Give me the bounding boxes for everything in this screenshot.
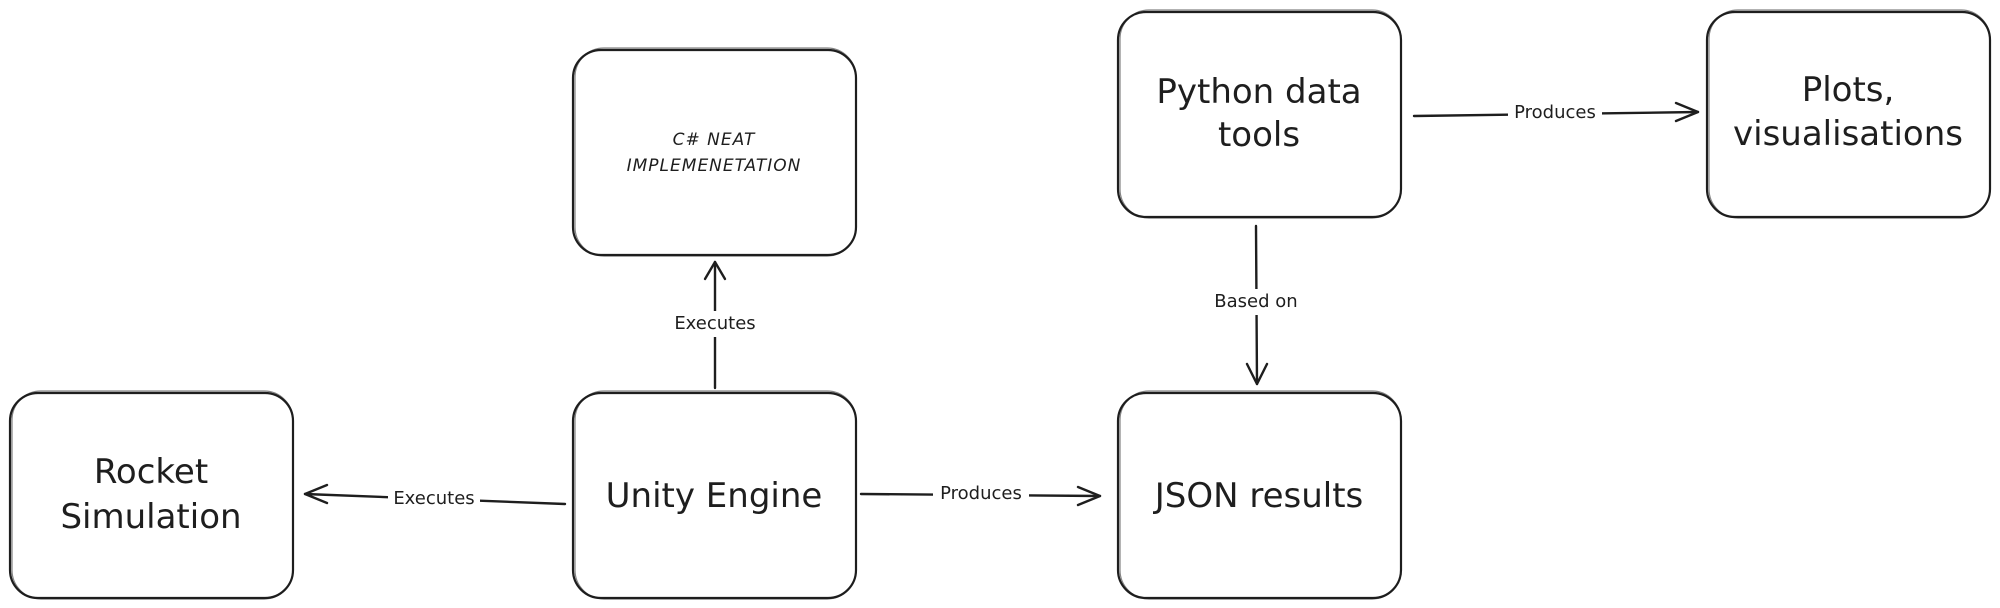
node-label: JSON results (1153, 476, 1364, 516)
node-label: Simulation (60, 497, 241, 537)
edge-unity-to-rocket: Executes (303, 483, 567, 512)
arrowhead-icon (303, 483, 329, 505)
edge-label-produces: Produces (940, 483, 1022, 504)
node-label: Python data (1156, 72, 1361, 112)
edge-unity-to-neat: Executes (668, 260, 762, 390)
node-rocket-simulation: Rocket Simulation (8, 390, 295, 600)
node-label: C# NEAT (673, 130, 756, 150)
node-label: Unity Engine (606, 476, 823, 516)
node-python-tools: Python data tools (1116, 9, 1403, 219)
node-label: Rocket (94, 452, 208, 492)
edge-unity-to-json: Produces (859, 481, 1102, 507)
node-plots: Plots, visualisations (1705, 9, 1992, 219)
node-label: Plots, (1802, 70, 1895, 110)
node-csharp-neat: C# NEAT IMPLEMENETATION (571, 47, 858, 257)
edge-python-to-json: Based on (1202, 224, 1312, 386)
arrowhead-icon (1674, 101, 1700, 123)
node-unity-engine: Unity Engine (571, 390, 858, 600)
arrowhead-icon (703, 260, 727, 281)
edge-label-produces: Produces (1514, 102, 1596, 123)
node-label: visualisations (1733, 114, 1963, 154)
edge-label-based-on: Based on (1214, 291, 1297, 312)
node-label: tools (1218, 115, 1300, 155)
arrowhead-icon (1245, 362, 1269, 386)
node-label: IMPLEMENETATION (627, 156, 802, 176)
edge-python-to-plots: Produces (1412, 100, 1700, 126)
node-json-results: JSON results (1116, 390, 1403, 600)
arrowhead-icon (1076, 485, 1102, 507)
edge-label-executes: Executes (393, 488, 474, 509)
edge-label-executes: Executes (674, 313, 755, 334)
